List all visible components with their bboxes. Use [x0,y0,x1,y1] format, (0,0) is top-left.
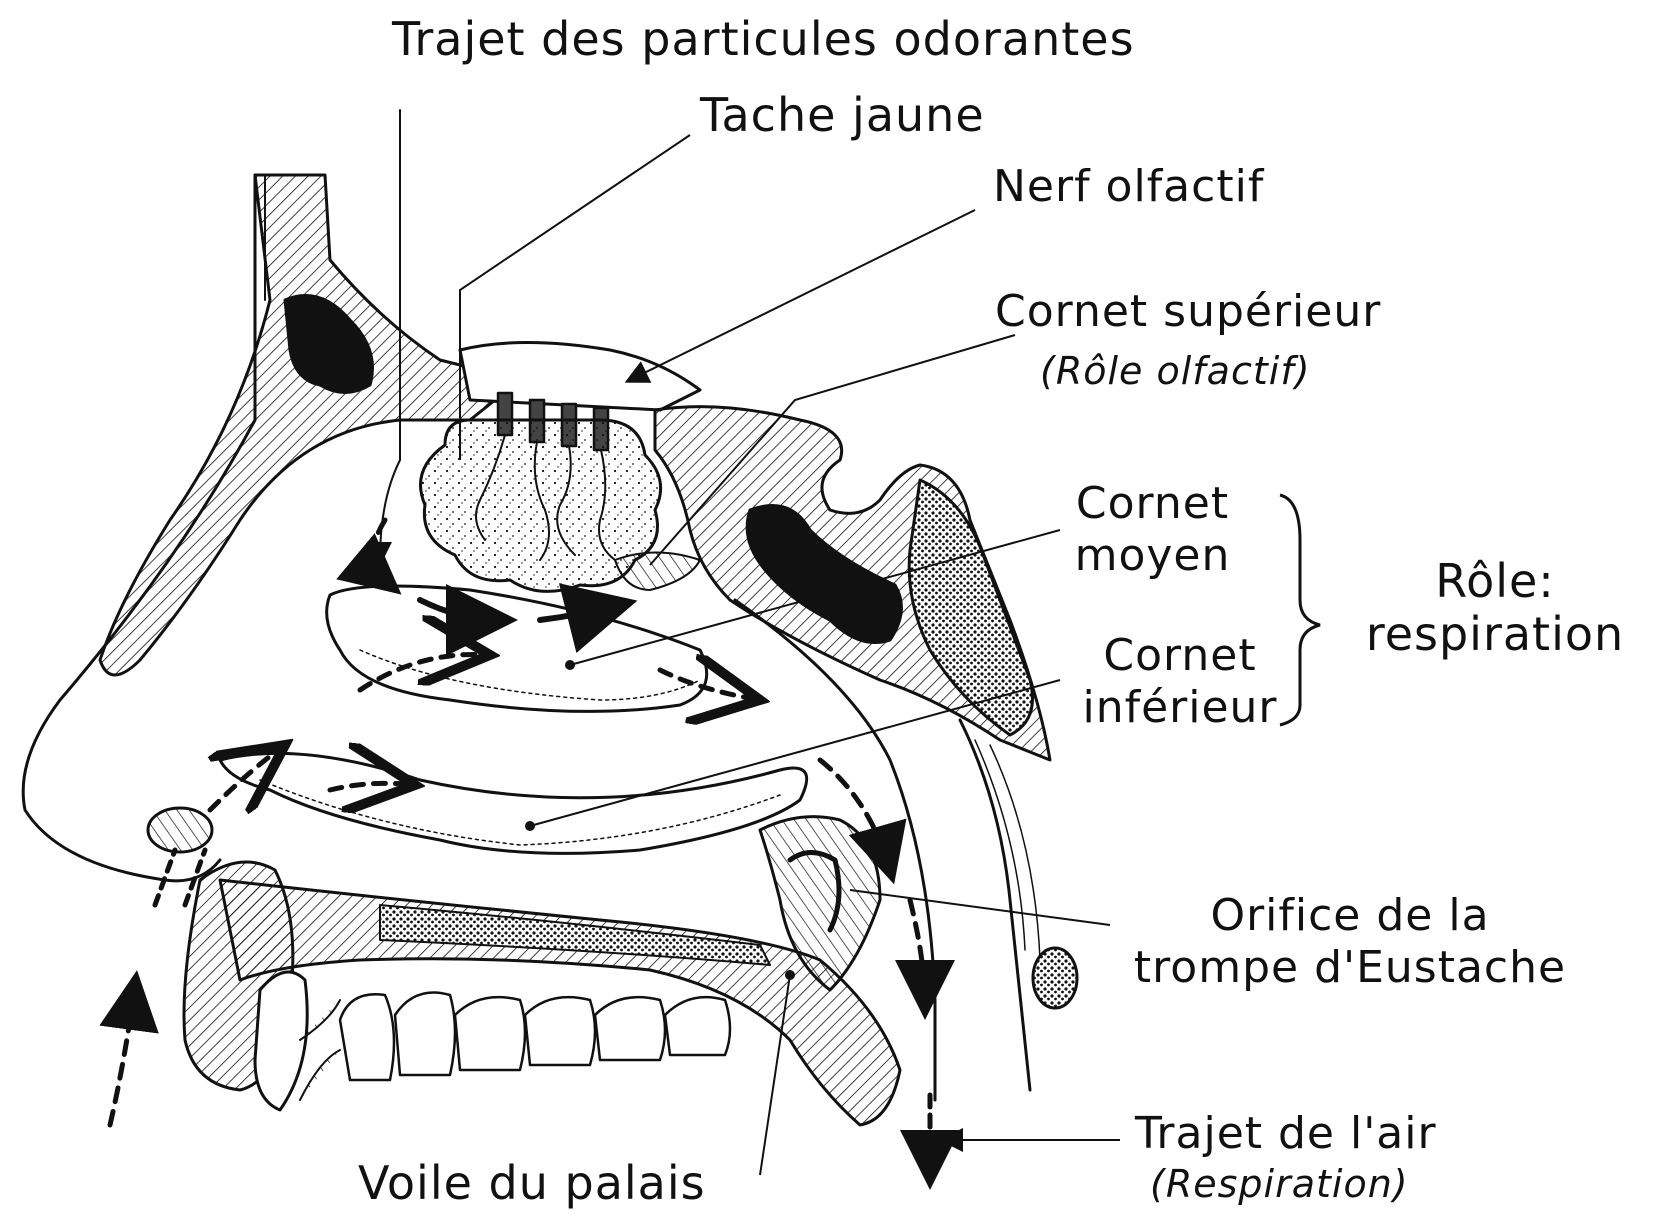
label-eustachian: Orifice de la trompe d'Eustache [1115,890,1585,994]
label-eustachian-line1: Orifice de la [1115,890,1585,942]
label-superior-turbinate-role: (Rôle olfactif) [1040,352,1311,390]
label-middle-turbinate-line1: Cornet [1060,478,1245,530]
cribriform-plate [460,343,700,411]
label-yellow-spot: Tache jaune [700,92,985,138]
label-inferior-turbinate-line2: inférieur [1060,682,1300,734]
label-role-line1: Rôle: [1350,555,1640,608]
teeth-row [340,993,730,1081]
label-inferior-turbinate-line1: Cornet [1060,630,1300,682]
label-superior-turbinate: Cornet supérieur [995,290,1381,334]
label-middle-turbinate: Cornet moyen [1060,478,1245,582]
leader-olfactory-nerve [630,210,975,380]
label-eustachian-line2: trompe d'Eustache [1115,942,1585,994]
label-middle-turbinate-line2: moyen [1060,530,1245,582]
label-soft-palate: Voile du palais [358,1160,706,1206]
label-particles-path: Trajet des particules odorantes [392,16,1135,62]
leader-eustachian [850,890,1110,925]
nostril [148,808,212,852]
label-inferior-turbinate: Cornet inférieur [1060,630,1300,734]
inferior-turbinate [220,753,807,853]
incisor [255,972,307,1110]
vertebra-section [1033,948,1077,1008]
label-role-line2: respiration [1350,608,1640,661]
label-olfactory-nerve: Nerf olfactif [993,165,1264,209]
label-role-respiration: Rôle: respiration [1350,555,1640,661]
middle-turbinate [327,586,707,711]
label-air-path: Trajet de l'air [1135,1112,1437,1156]
superior-turbinate [615,553,700,591]
label-air-path-role: (Respiration) [1150,1165,1409,1203]
